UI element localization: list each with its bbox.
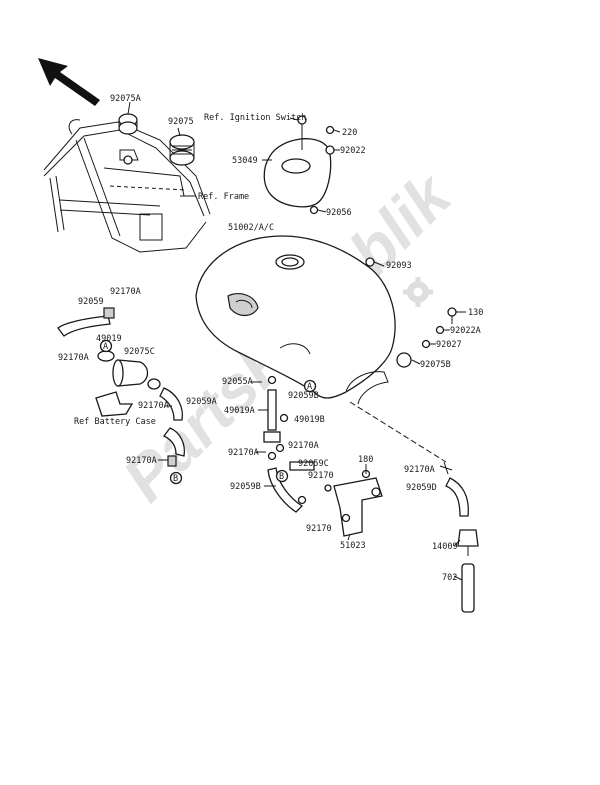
label-ref-ignition-switch: Ref. Ignition Switch	[204, 113, 306, 123]
leader-lines	[127, 101, 466, 581]
clip-92170a-right: 92170A	[404, 461, 453, 475]
callout-b-1: B	[275, 469, 289, 483]
label-ref-battery-case: Ref Battery Case	[74, 417, 156, 427]
label-92170-1: 92170	[308, 471, 334, 481]
rubber-cushion-92075	[169, 134, 195, 166]
label-92170-2: 92170	[306, 524, 332, 534]
hose-92059	[57, 307, 115, 337]
label-92093: 92093	[386, 261, 412, 271]
label-49019a: 49019A	[224, 406, 255, 416]
hose-92059c	[289, 461, 315, 471]
label-49019-1: 49019	[96, 334, 122, 344]
label-53049: 53049	[232, 156, 258, 166]
label-92170a-4: 92170A	[288, 441, 319, 451]
label-92170a-5: 92170A	[228, 448, 259, 458]
label-51002-a-c: 51002/A/C	[228, 223, 274, 233]
frame-assembly	[43, 119, 211, 253]
label-92059c: 92059C	[298, 459, 329, 469]
label-92059b-2: 92059B	[230, 482, 261, 492]
collar-92027	[421, 339, 431, 349]
label-92059a: 92059A	[186, 397, 217, 407]
label-92170a-6: 92170A	[126, 456, 157, 466]
label-ref-frame: Ref. Frame	[198, 192, 249, 202]
hose-92059a	[159, 387, 186, 467]
label-92170a-right: 92170A	[404, 465, 435, 475]
bolt-130	[447, 307, 457, 324]
label-92170a-2: 92170A	[58, 353, 89, 363]
label-92075: 92075	[168, 117, 194, 127]
hose-702	[461, 563, 475, 613]
label-92027: 92027	[436, 340, 462, 350]
callout-a-2: A	[99, 339, 113, 353]
fuel-filter-49019	[97, 350, 161, 390]
tank-cap-cover-53049	[263, 115, 335, 215]
gear-icon	[403, 277, 433, 307]
label-702: 702	[442, 573, 457, 583]
label-49019b: 49019B	[294, 415, 325, 425]
callout-b-1-text: B	[279, 472, 284, 482]
label-130: 130	[468, 308, 483, 318]
label-92075a: 92075A	[110, 94, 141, 104]
label-220: 220	[342, 128, 357, 138]
callout-b-2-text: B	[173, 474, 178, 484]
callout-a-1-text: A	[307, 382, 312, 392]
label-51023: 51023	[340, 541, 366, 551]
clip-92170-1	[324, 484, 332, 492]
callout-a-2-text: A	[103, 342, 108, 352]
label-92170a-3: 92170A	[138, 401, 169, 411]
label-92055a: 92055A	[222, 377, 253, 387]
callout-b-2: B	[169, 471, 183, 485]
front-direction-arrow-icon	[38, 58, 100, 106]
label-92170a-1: 92170A	[110, 287, 141, 297]
callout-a-1: A	[303, 379, 317, 393]
label-180: 180	[358, 455, 373, 465]
hose-92059d	[445, 477, 469, 517]
part-labels: 92075A 92075 Ref. Ignition Switch 220 92…	[58, 94, 483, 583]
label-92022a: 92022A	[450, 326, 481, 336]
label-92059-1: 92059	[78, 297, 104, 307]
rubber-cushion-92075a	[118, 113, 138, 135]
label-92022: 92022	[340, 146, 366, 156]
clip-92170-2	[297, 495, 307, 505]
label-92075c: 92075C	[124, 347, 155, 357]
fuel-tank-51002	[195, 235, 412, 405]
label-92059b: 92059B	[288, 391, 319, 401]
label-92075b: 92075B	[420, 360, 451, 370]
label-92059d: 92059D	[406, 483, 437, 493]
fuel-filter-14009	[457, 529, 479, 556]
battery-case-bracket	[95, 391, 134, 417]
label-14009: 14009	[432, 542, 458, 552]
washer-92022a	[435, 325, 445, 335]
label-92056: 92056	[326, 208, 352, 218]
hose-92059b	[267, 467, 304, 513]
bracket-51023	[333, 464, 383, 537]
